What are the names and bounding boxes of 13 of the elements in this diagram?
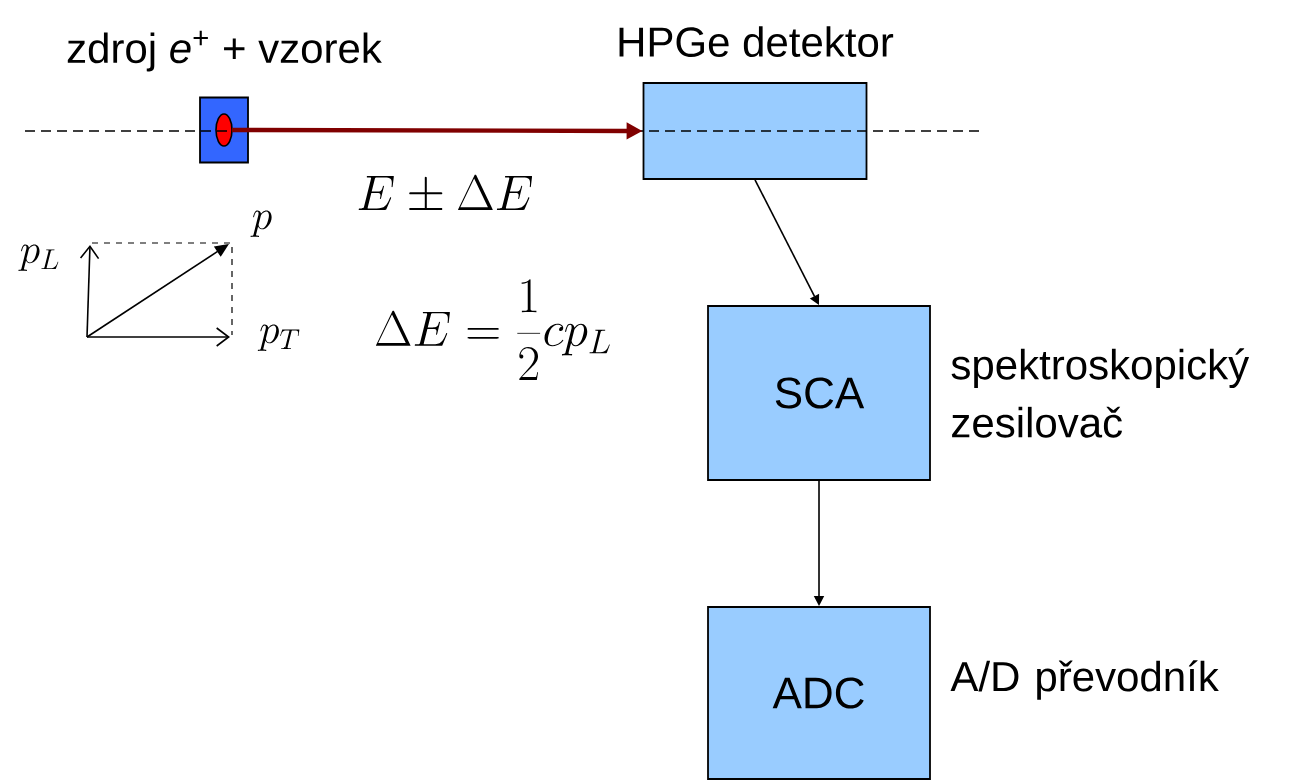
process-box: ADC bbox=[707, 606, 931, 780]
detector-box: HPGe detektor bbox=[619, 26, 894, 180]
source-box: zdroj e$^{+}$ + vzorek bbox=[67, 30, 382, 164]
formula-label: $p$ bbox=[250, 210, 272, 237]
node-label: zdroj e$^{+}$ + vzorek bbox=[67, 30, 382, 72]
formula-label: $\Delta E = \frac{1}{2} c p_L$ bbox=[375, 279, 610, 380]
node-label: HPGe detektor bbox=[619, 26, 894, 58]
caption-text: A/D převodník bbox=[950, 660, 1219, 700]
process-box: SCA bbox=[707, 305, 931, 481]
formula-label: $E \pm \Delta E$ bbox=[358, 174, 533, 210]
formula-label: $p_T$ bbox=[257, 324, 300, 351]
caption-text: spektroskopický zesilovač bbox=[951, 348, 1250, 438]
formula-label: $p_L$ bbox=[18, 244, 59, 271]
